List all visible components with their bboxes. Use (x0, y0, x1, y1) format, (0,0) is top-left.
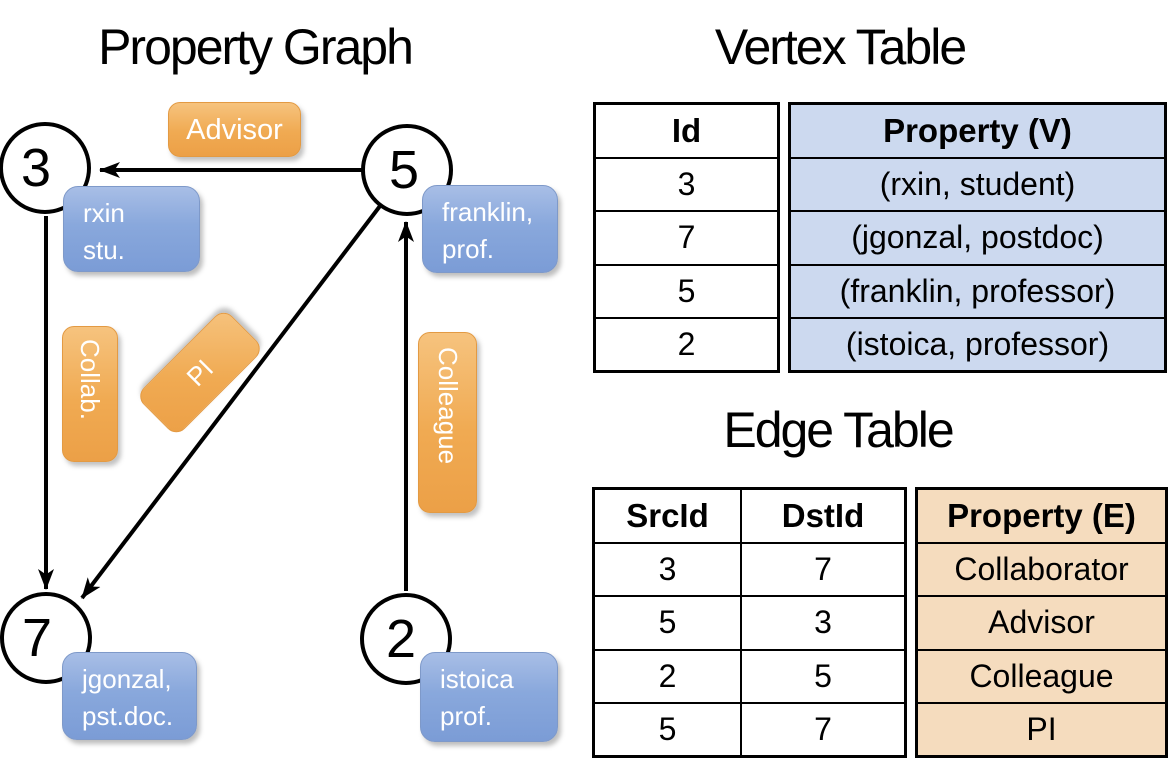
table-cell: Advisor (918, 597, 1165, 651)
edge-property-label-collab: Collab. (62, 326, 118, 462)
table-cell: 3 (595, 543, 742, 595)
column-header-property-e: Property (E) (918, 490, 1165, 544)
table-cell: 7 (814, 711, 832, 747)
table-cell: 2 (677, 326, 696, 362)
column-header-srcid: SrcId (595, 490, 742, 542)
vertex-label-line: stu. (83, 235, 125, 265)
table-cell: (franklin, professor) (791, 266, 1164, 319)
property-graph-title: Property Graph (98, 19, 414, 75)
vertex-label-line: pst.doc. (82, 701, 174, 731)
node-id-label: 7 (21, 608, 53, 668)
vertex-property-label-franklin: franklin, prof. (422, 185, 558, 273)
table-cell: 5 (595, 597, 742, 649)
table-cell: (rxin, student) (791, 159, 1164, 212)
table-cell: (istoica, professor) (845, 326, 1110, 362)
graph-node-3: 3 (0, 122, 91, 214)
column-header-id: Id (596, 105, 777, 159)
edge-table: SrcId DstId 3 7 5 3 2 5 5 7 Property (E)… (592, 487, 1168, 758)
vertex-property-label-istoica: istoica prof. (420, 652, 558, 742)
graph-node-5: 5 (361, 124, 453, 216)
table-cell: PI (1026, 711, 1057, 747)
table-cell: (jgonzal, postdoc) (791, 212, 1164, 266)
table-cell: Colleague (918, 651, 1165, 704)
vertex-property-label-jgonzal: jgonzal, pst.doc. (62, 652, 197, 740)
vertex-table-title: Vertex Table (714, 19, 967, 75)
edge-property-label-colleague: Colleague (418, 332, 477, 513)
vertex-label-line: prof. (442, 234, 495, 264)
vertex-table-id-column: Id 3 7 5 2 (593, 102, 780, 373)
edge-table-title: Edge Table (723, 402, 954, 458)
table-cell: 3 (814, 604, 832, 641)
column-header-dstid: DstId (781, 496, 865, 534)
edge-property-label-pi: PI (135, 307, 265, 438)
vertex-property-label-rxin: rxin stu. (63, 186, 200, 272)
vertex-label-line: rxin (83, 198, 125, 228)
vertex-label-line: franklin, (442, 197, 534, 227)
vertex-table: Id 3 7 5 2 Property (V) (rxin, student) … (593, 102, 1167, 373)
node-id-label: 3 (20, 138, 52, 198)
node-id-label: 5 (388, 140, 420, 200)
vertex-label-line: jgonzal, (82, 664, 172, 694)
table-cell: 5 (595, 704, 742, 755)
vertex-table-property-column: Property (V) (rxin, student) (jgonzal, p… (788, 102, 1167, 373)
node-id-label: 2 (385, 609, 417, 669)
table-cell: 5 (596, 266, 777, 319)
table-cell: 5 (814, 657, 832, 694)
vertex-label-line: prof. (440, 701, 493, 731)
column-header-property-v: Property (V) (791, 105, 1164, 159)
edge-property-label-advisor: Advisor (168, 102, 301, 157)
table-cell: 3 (596, 159, 777, 212)
vertex-label-line: istoica (440, 664, 514, 694)
edge-table-property-column: Property (E) Collaborator Advisor Collea… (915, 487, 1168, 758)
edge-table-id-columns: SrcId DstId 3 7 5 3 2 5 5 7 (592, 487, 907, 758)
table-cell: 2 (595, 650, 742, 702)
table-cell: 7 (814, 550, 832, 587)
property-graph-panel: Property Graph 3 5 7 2 rxin stu. (0, 19, 558, 742)
table-cell: Collaborator (918, 544, 1165, 597)
table-cell: 7 (596, 212, 777, 266)
